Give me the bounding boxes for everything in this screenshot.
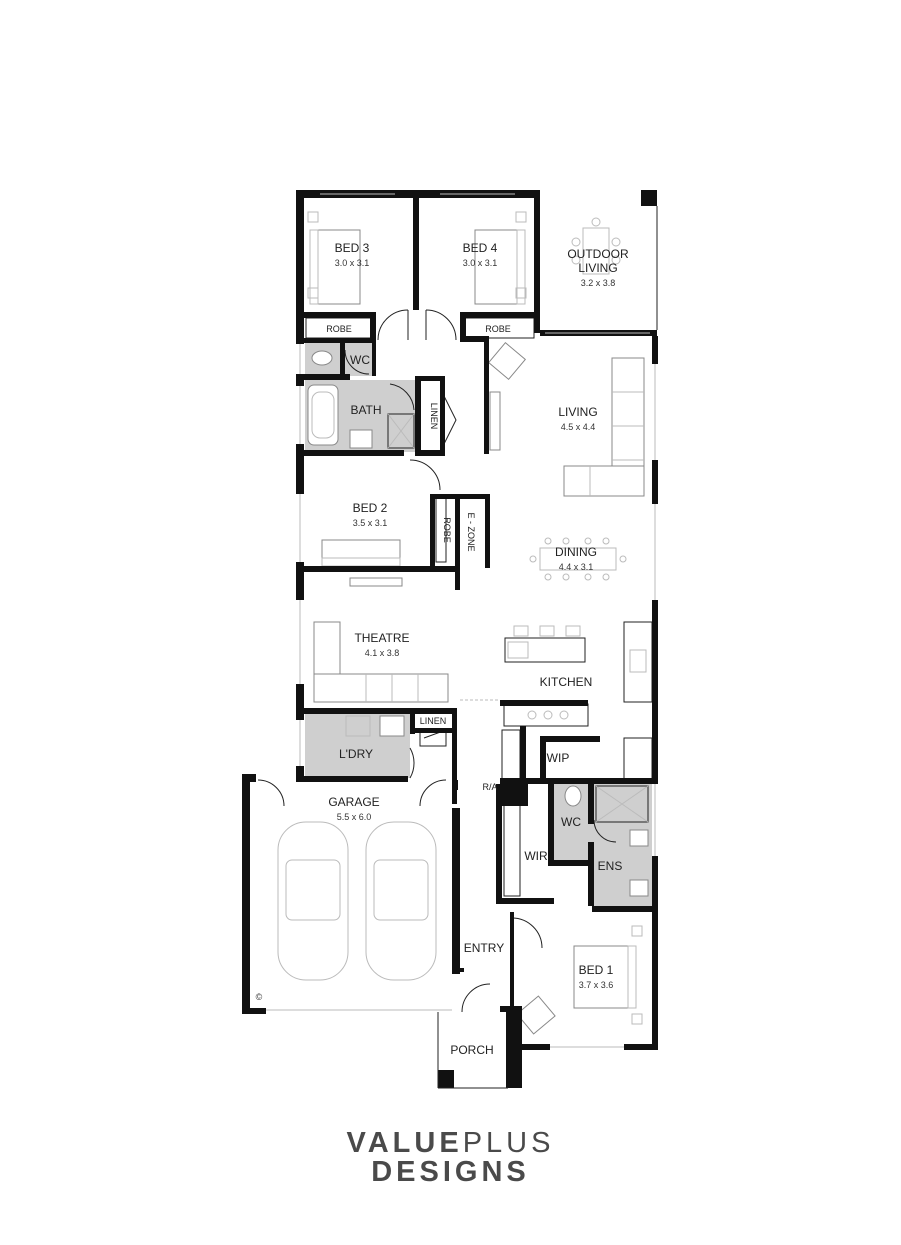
linen-lower-label: LINEN: [420, 716, 447, 726]
brand-line-2: DESIGNS: [371, 1156, 530, 1188]
brand-value: VALUE: [346, 1127, 463, 1159]
living-dims: 4.5 x 4.4: [561, 422, 596, 432]
furniture: [277, 211, 653, 1035]
garage-dims: 5.5 x 6.0: [337, 812, 372, 822]
walls: [242, 190, 658, 1089]
brand-line-1: VALUEPLUS: [0, 1127, 901, 1160]
living-name: LIVING: [558, 405, 597, 419]
brand-plus: PLUS: [462, 1127, 555, 1159]
outdoor-name-1: OUTDOOR: [567, 247, 629, 261]
bed3-name: BED 3: [335, 241, 370, 255]
robe-bed3-label: ROBE: [326, 324, 352, 334]
wir-label: WIR: [524, 849, 548, 863]
ra-label: R/A: [482, 782, 497, 792]
bed4-dims: 3.0 x 3.1: [463, 258, 498, 268]
porch-label: PORCH: [450, 1043, 493, 1057]
kitchen-label: KITCHEN: [540, 675, 593, 689]
outdoor-dims: 3.2 x 3.8: [581, 278, 616, 288]
robe-bed2-label: ROBE: [442, 517, 452, 543]
copyright-symbol: ©: [256, 992, 263, 1002]
bed1-name: BED 1: [579, 963, 614, 977]
entry-label: ENTRY: [464, 941, 504, 955]
bed2-name: BED 2: [353, 501, 388, 515]
garage-name: GARAGE: [328, 795, 379, 809]
bed1-dims: 3.7 x 3.6: [579, 980, 614, 990]
linen-upper-label: LINEN: [429, 403, 439, 430]
bed3-dims: 3.0 x 3.1: [335, 258, 370, 268]
wc-ens-label: WC: [561, 815, 581, 829]
ens-label: ENS: [598, 859, 623, 873]
robe-bed4-label: ROBE: [485, 324, 511, 334]
bed4-name: BED 4: [463, 241, 498, 255]
ezone-label: E - ZONE: [466, 512, 476, 551]
bed2-dims: 3.5 x 3.1: [353, 518, 388, 528]
theatre-name: THEATRE: [354, 631, 409, 645]
outdoor-name-2: LIVING: [578, 261, 617, 275]
dining-dims: 4.4 x 3.1: [559, 562, 594, 572]
dining-name: DINING: [555, 545, 597, 559]
laundry-label: L'DRY: [339, 747, 373, 761]
theatre-dims: 4.1 x 3.8: [365, 648, 400, 658]
wip-label: WIP: [547, 751, 570, 765]
wc-upper-label: WC: [350, 353, 370, 367]
room-labels: BED 3 3.0 x 3.1 BED 4 3.0 x 3.1 OUTDOOR …: [256, 241, 629, 1057]
bath-label: BATH: [350, 403, 381, 417]
